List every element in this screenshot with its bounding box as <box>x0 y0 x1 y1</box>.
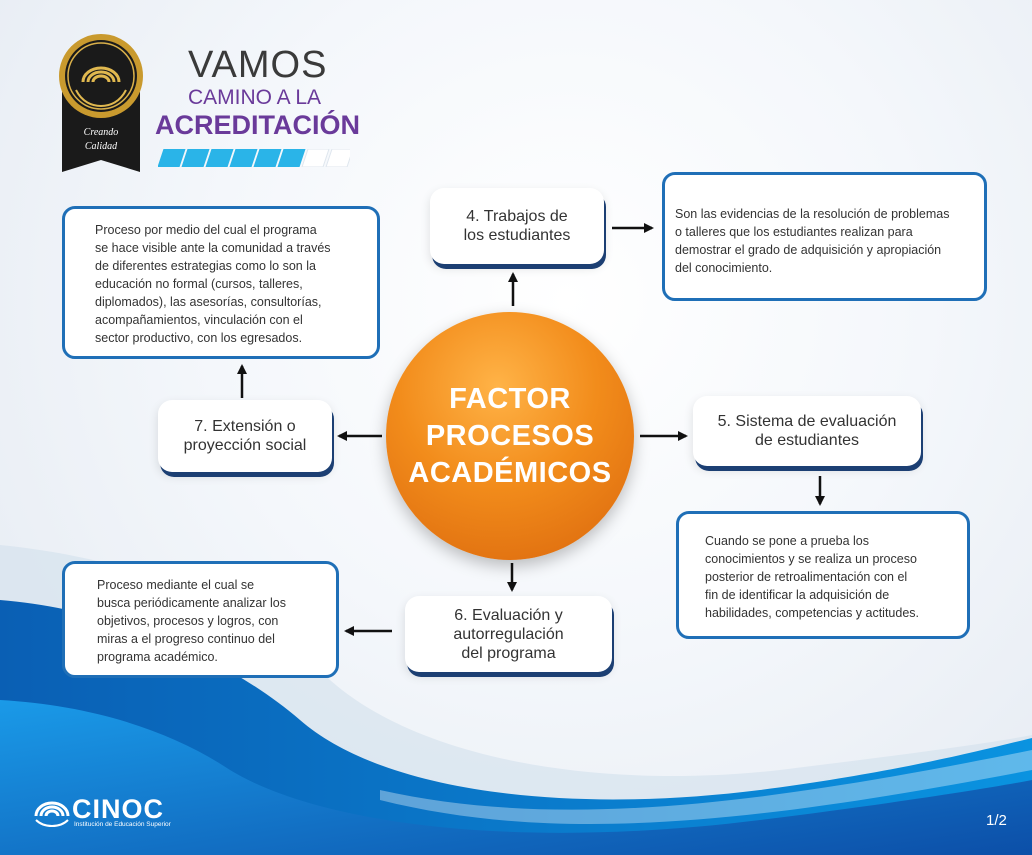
cinoc-logo-subtitle: Institución de Educación Superior <box>74 821 171 828</box>
node5-line2: de estudiantes <box>754 432 860 449</box>
desc7-line: se hace visible ante la comunidad a trav… <box>95 241 331 255</box>
desc6-line: programa académico. <box>97 650 218 664</box>
seal-text-line2: Calidad <box>85 141 118 152</box>
desc5-line: conocimientos y se realiza un proceso <box>705 552 917 566</box>
center-line-1: FACTOR <box>449 382 571 415</box>
desc7-line: de diferentes estrategias como lo son la <box>95 259 316 273</box>
title-vamos: VAMOS <box>188 44 328 86</box>
node4-line2: los estudiantes <box>463 227 571 244</box>
desc7-line: sector productivo, con los egresados. <box>95 331 303 345</box>
desc4-line: del conocimiento. <box>675 261 773 275</box>
desc5-line: fin de identificar la adquisición de <box>705 588 890 602</box>
desc5-line: posterior de retroalimentación con el <box>705 570 908 584</box>
desc-extension-proyeccion: Proceso por medio del cual el programa s… <box>62 206 380 359</box>
node-sistema-evaluacion: 5. Sistema de evaluación de estudiantes <box>693 396 921 466</box>
node6-line2: autorregulación <box>453 625 564 643</box>
cinoc-logo-icon <box>34 801 70 827</box>
desc5-line: habilidades, competencias y actitudes. <box>705 606 920 620</box>
title-camino: CAMINO A LA <box>188 86 322 109</box>
desc-evaluacion-autorregulacion: Proceso mediante el cual se busca periód… <box>62 561 339 678</box>
desc6-line: busca periódicamente analizar los <box>97 596 286 610</box>
desc7-line: educación no formal (cursos, talleres, <box>95 277 303 291</box>
desc-trabajos-estudiantes: Son las evidencias de la resolución de p… <box>662 172 987 301</box>
progress-segment <box>325 149 350 167</box>
desc7-line: diplomados), las asesorías, consultorías… <box>95 295 322 309</box>
node7-line2: proyección social <box>183 437 307 454</box>
node6-line3: del programa <box>461 644 556 662</box>
seal-text-line1: Creando <box>84 127 119 138</box>
progress-segment <box>277 149 306 167</box>
cinoc-logo-name: CINOC <box>72 794 164 824</box>
node6-line1: 6. Evaluación y <box>454 606 563 624</box>
center-line-3: ACADÉMICOS <box>408 456 612 489</box>
node7-line1: 7. Extensión o <box>194 418 296 435</box>
progress-segment <box>253 149 282 167</box>
accreditation-progress-bar <box>158 149 350 167</box>
center-line-2: PROCESOS <box>425 419 595 452</box>
node-trabajos-estudiantes: 4. Trabajos de los estudiantes <box>430 188 604 264</box>
progress-segment <box>229 149 258 167</box>
progress-segment <box>205 149 234 167</box>
desc-sistema-evaluacion: Cuando se pone a prueba los conocimiento… <box>676 511 970 639</box>
node-extension-proyeccion: 7. Extensión o proyección social <box>158 400 332 472</box>
center-factor-circle: FACTOR PROCESOS ACADÉMICOS <box>386 312 634 560</box>
progress-segment <box>301 149 330 167</box>
desc7-line: acompañamientos, vinculación con el <box>95 313 303 327</box>
desc6-line: Proceso mediante el cual se <box>97 578 255 592</box>
desc6-line: objetivos, procesos y logros, con <box>97 614 279 628</box>
desc5-line: Cuando se pone a prueba los <box>705 534 870 548</box>
progress-segment <box>181 149 210 167</box>
desc4-line: o talleres que los estudiantes realizan … <box>675 225 913 239</box>
page-number: 1/2 <box>986 812 1007 829</box>
desc7-line: Proceso por medio del cual el programa <box>95 223 317 237</box>
title-acreditacion: ACREDITACIÓN <box>155 110 360 140</box>
progress-segment <box>158 149 186 167</box>
desc4-line: Son las evidencias de la resolución de p… <box>675 207 950 221</box>
desc4-line: demostrar el grado de adquisición y apro… <box>675 243 942 257</box>
node4-line1: 4. Trabajos de <box>466 208 568 225</box>
node5-line1: 5. Sistema de evaluación <box>717 413 897 430</box>
quality-seal-icon: Creando Calidad <box>59 34 143 172</box>
desc6-line: miras a el progreso continuo del <box>97 632 275 646</box>
